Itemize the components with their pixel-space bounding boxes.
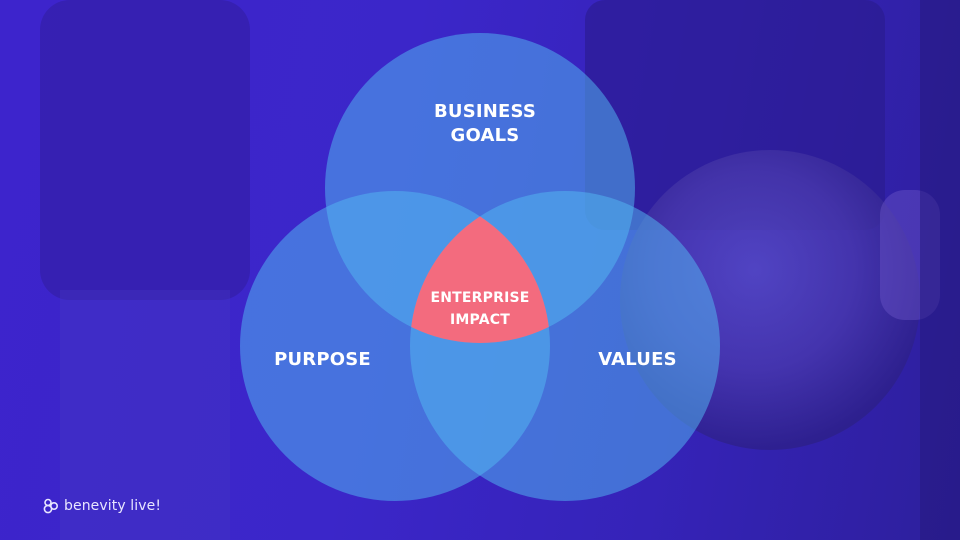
label-purpose: PURPOSE [274, 349, 371, 370]
bg-person-left [40, 0, 250, 300]
benevity-logo-icon [43, 498, 59, 514]
label-business-goals: BUSINESS GOALS [405, 100, 565, 149]
logo-text: benevity live! [64, 498, 162, 514]
label-enterprise-impact-line1: ENTERPRISE [430, 290, 530, 306]
circle-business-goals [325, 33, 635, 343]
label-enterprise-impact-line2: IMPACT [450, 311, 510, 328]
center-intersection [410, 191, 550, 343]
label-business-goals-line2: GOALS [450, 125, 520, 147]
label-values: VALUES [598, 349, 677, 370]
label-business-goals-line1: BUSINESS [433, 101, 537, 122]
label-enterprise-impact: ENTERPRISE IMPACT [405, 288, 555, 331]
bg-person-left-legs [60, 290, 230, 540]
benevity-logo: benevity live! [42, 498, 161, 514]
bg-right-edge [920, 0, 960, 540]
